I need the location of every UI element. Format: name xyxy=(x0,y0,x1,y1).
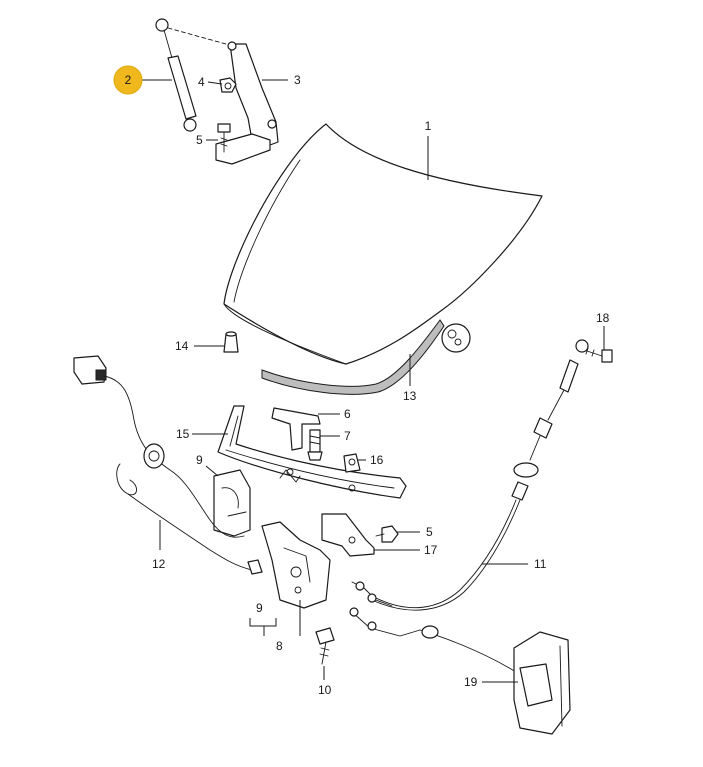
callout-7-label: 7 xyxy=(344,429,351,443)
part-14-bump-stop[interactable] xyxy=(223,331,239,353)
callout-1-label: 1 xyxy=(425,119,432,133)
part-7-bolt[interactable] xyxy=(307,429,323,461)
callout-18-label: 18 xyxy=(596,311,610,325)
callout-11[interactable]: 11 xyxy=(482,557,547,571)
callout-11-label: 11 xyxy=(534,557,547,571)
callout-1[interactable]: 1 xyxy=(425,119,432,180)
part-6-striker[interactable] xyxy=(271,407,321,451)
callout-5-lower[interactable]: 5 xyxy=(396,525,433,539)
part-17-bracket[interactable] xyxy=(321,513,375,557)
callout-4[interactable]: 4 xyxy=(198,75,223,89)
callout-8[interactable]: 8 xyxy=(263,600,301,653)
callout-9-lower[interactable]: 9 xyxy=(249,601,277,627)
strut-dash-line xyxy=(167,27,227,45)
callout-15-label: 15 xyxy=(176,427,190,441)
callout-9-upper-label: 9 xyxy=(196,453,203,467)
part-12-wiring[interactable] xyxy=(73,355,263,575)
callout-6[interactable]: 6 xyxy=(318,407,351,421)
callout-6-label: 6 xyxy=(344,407,351,421)
part-5-bolt-lower[interactable] xyxy=(375,525,399,543)
callout-13[interactable]: 13 xyxy=(403,354,417,403)
part-11-release-cable[interactable] xyxy=(371,339,589,611)
callout-8-label: 8 xyxy=(276,639,283,653)
part-9-switch-housing[interactable] xyxy=(213,469,251,537)
part-10-bolt[interactable] xyxy=(315,627,335,665)
callout-10-label: 10 xyxy=(318,683,332,697)
part-16-clip-nut[interactable] xyxy=(343,453,361,473)
callout-16[interactable]: 16 xyxy=(358,453,384,467)
callout-2-label: 2 xyxy=(125,73,132,87)
callout-14-label: 14 xyxy=(175,339,189,353)
callout-5-lower-label: 5 xyxy=(426,525,433,539)
callout-19[interactable]: 19 xyxy=(464,675,518,689)
part-1-hood[interactable] xyxy=(223,123,543,365)
callout-3-label: 3 xyxy=(294,73,301,87)
callout-3[interactable]: 3 xyxy=(262,73,301,87)
part-2-gas-strut[interactable] xyxy=(155,18,197,132)
callout-5-upper[interactable]: 5 xyxy=(196,133,218,147)
part-15-lock-carrier[interactable] xyxy=(217,405,407,499)
callout-4-label: 4 xyxy=(198,75,205,89)
callout-14[interactable]: 14 xyxy=(175,339,224,353)
callout-17[interactable]: 17 xyxy=(374,543,438,557)
callout-13-label: 13 xyxy=(403,389,417,403)
part-13-clip[interactable] xyxy=(441,323,471,353)
callout-2[interactable]: 2 xyxy=(113,65,172,95)
part-5-bolt-upper[interactable] xyxy=(217,123,231,153)
callout-12-label: 12 xyxy=(152,557,166,571)
callout-10[interactable]: 10 xyxy=(318,666,332,697)
part-13-seal[interactable] xyxy=(261,319,445,395)
callout-5-upper-label: 5 xyxy=(196,133,203,147)
callout-7[interactable]: 7 xyxy=(320,429,351,443)
callout-16-label: 16 xyxy=(370,453,384,467)
callout-17-label: 17 xyxy=(424,543,438,557)
part-3-hinge[interactable] xyxy=(215,41,279,165)
callout-9-lower-label: 9 xyxy=(256,601,263,615)
callout-9-upper[interactable]: 9 xyxy=(196,453,219,477)
callout-18[interactable]: 18 xyxy=(596,311,610,350)
callout-12[interactable]: 12 xyxy=(152,520,166,571)
callout-2-highlight xyxy=(113,65,143,95)
part-19-release-handle[interactable] xyxy=(349,581,571,735)
part-4-nut[interactable] xyxy=(219,77,237,93)
callout-15[interactable]: 15 xyxy=(176,427,228,441)
part-18-screw[interactable] xyxy=(583,347,613,363)
part-8-lock[interactable] xyxy=(261,521,331,609)
callout-19-label: 19 xyxy=(464,675,478,689)
